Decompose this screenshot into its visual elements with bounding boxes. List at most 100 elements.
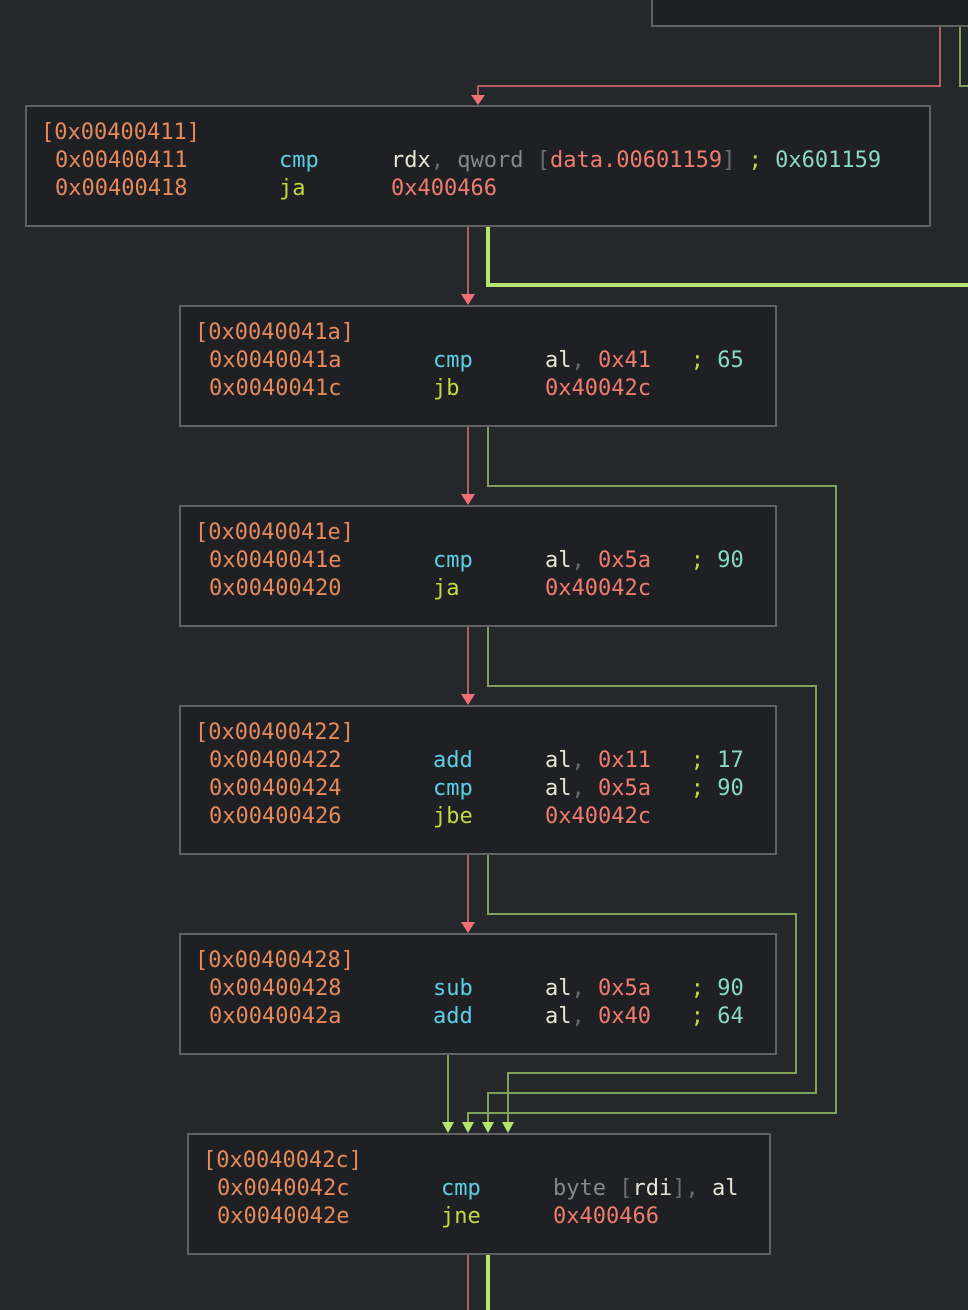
operand-token: , [571, 776, 598, 801]
operand-token: 90 [717, 776, 744, 801]
edge-0x0040041a-taken [467, 426, 837, 1124]
instruction-address: 0x0040041a [209, 348, 342, 373]
instruction-address: 0x00400422 [209, 748, 342, 773]
arrow-head [502, 1122, 514, 1133]
operand-token: , [430, 148, 458, 173]
operand-token: ; [650, 748, 718, 773]
operand-token: al [711, 1176, 739, 1201]
operand-token: [ [536, 148, 550, 173]
operand-token: al [545, 1004, 572, 1029]
arrow-head [442, 1122, 454, 1133]
edge-prev-to-0x00400411 [477, 26, 941, 98]
instruction-operands: 0x40042c [545, 576, 651, 601]
instruction-mnemonic: cmp [433, 548, 473, 573]
operand-token: al [545, 748, 572, 773]
operand-token: 65 [717, 348, 744, 373]
edge-0x00400411-taken [486, 226, 968, 287]
instruction-operands: al, 0x5a ; 90 [545, 976, 744, 1001]
node-header-address: [0x00400428] [195, 948, 354, 973]
instruction-mnemonic: jne [441, 1204, 481, 1229]
operand-token: ] [722, 148, 749, 173]
instruction-operands: 0x400466 [553, 1204, 659, 1229]
instruction-mnemonic: cmp [433, 776, 473, 801]
instruction-operands: al, 0x11 ; 17 [545, 748, 744, 773]
operand-token: 90 [717, 976, 744, 1001]
instruction-address: 0x0040041e [209, 548, 342, 573]
graph-node-partial[interactable] [651, 0, 968, 27]
instruction-mnemonic: jbe [433, 804, 473, 829]
instruction-mnemonic: add [433, 748, 473, 773]
instruction-mnemonic: jb [433, 376, 460, 401]
operand-token: 17 [717, 748, 744, 773]
operand-token: 0x5a [598, 776, 651, 801]
operand-token: rdx [391, 148, 431, 173]
instruction-address: 0x00400428 [209, 976, 342, 1001]
instruction-address: 0x0040042c [217, 1176, 350, 1201]
instruction-address: 0x00400420 [209, 576, 342, 601]
instruction-mnemonic: cmp [433, 348, 473, 373]
instruction-operands: 0x40042c [545, 804, 651, 829]
operand-token: data.00601159 [549, 148, 723, 173]
operand-token: al [545, 348, 572, 373]
operand-token: , [571, 1004, 598, 1029]
operand-token: , [571, 548, 598, 573]
node-header-address: [0x0040041a] [195, 320, 354, 345]
arrow-head [482, 1122, 494, 1133]
edge-0x0040041e-taken [487, 626, 817, 1124]
instruction-row[interactable]: 0x0040042c cmp byte [rdi], al [203, 1175, 769, 1203]
instruction-address: 0x00400411 [55, 148, 188, 173]
arrow-head [462, 1122, 474, 1133]
operand-token: ; [650, 1004, 718, 1029]
arrow-head [471, 95, 485, 105]
operand-token: 90 [717, 548, 744, 573]
operand-token: qword [457, 148, 537, 173]
instruction-address: 0x0040042e [217, 1204, 350, 1229]
operand-token: 0x11 [598, 748, 651, 773]
operand-token: ; [650, 776, 718, 801]
operand-token: , [571, 748, 598, 773]
operand-token: 64 [717, 1004, 744, 1029]
node-header-address: [0x00400422] [195, 720, 354, 745]
operand-token: ; [650, 976, 718, 1001]
instruction-row[interactable]: 0x0040041c jb 0x40042c [195, 375, 775, 403]
arrow-head [461, 922, 475, 933]
instruction-operands: byte [rdi], al [553, 1176, 738, 1201]
operand-token: 0x400466 [391, 176, 497, 201]
operand-token: 0x5a [598, 976, 651, 1001]
operand-token: 0x40042c [545, 804, 651, 829]
arrow-head [461, 494, 475, 505]
instruction-address: 0x0040041c [209, 376, 342, 401]
node-header-address: [0x00400411] [41, 120, 200, 145]
instruction-mnemonic: add [433, 1004, 473, 1029]
operand-token: ] [672, 1176, 686, 1201]
instruction-mnemonic: cmp [441, 1176, 481, 1201]
instruction-address: 0x0040042a [209, 1004, 342, 1029]
node-header-address: [0x0040042c] [203, 1148, 362, 1173]
instruction-row[interactable]: 0x0040042e jne 0x400466 [203, 1203, 769, 1231]
operand-token: , [571, 976, 598, 1001]
instruction-row[interactable]: 0x00400420 ja 0x40042c [195, 575, 775, 603]
instruction-operands: rdx, qword [data.00601159] ; 0x601159 [391, 148, 881, 173]
instruction-address: 0x00400418 [55, 176, 188, 201]
operand-token: byte [553, 1176, 620, 1201]
edge-0x00400422-taken [487, 854, 797, 1124]
operand-token: ; [650, 348, 718, 373]
instruction-row[interactable]: 0x00400422 add al, 0x11 ; 17 [195, 747, 775, 775]
operand-token: al [545, 776, 572, 801]
instruction-operands: 0x40042c [545, 376, 651, 401]
instruction-mnemonic: ja [433, 576, 460, 601]
